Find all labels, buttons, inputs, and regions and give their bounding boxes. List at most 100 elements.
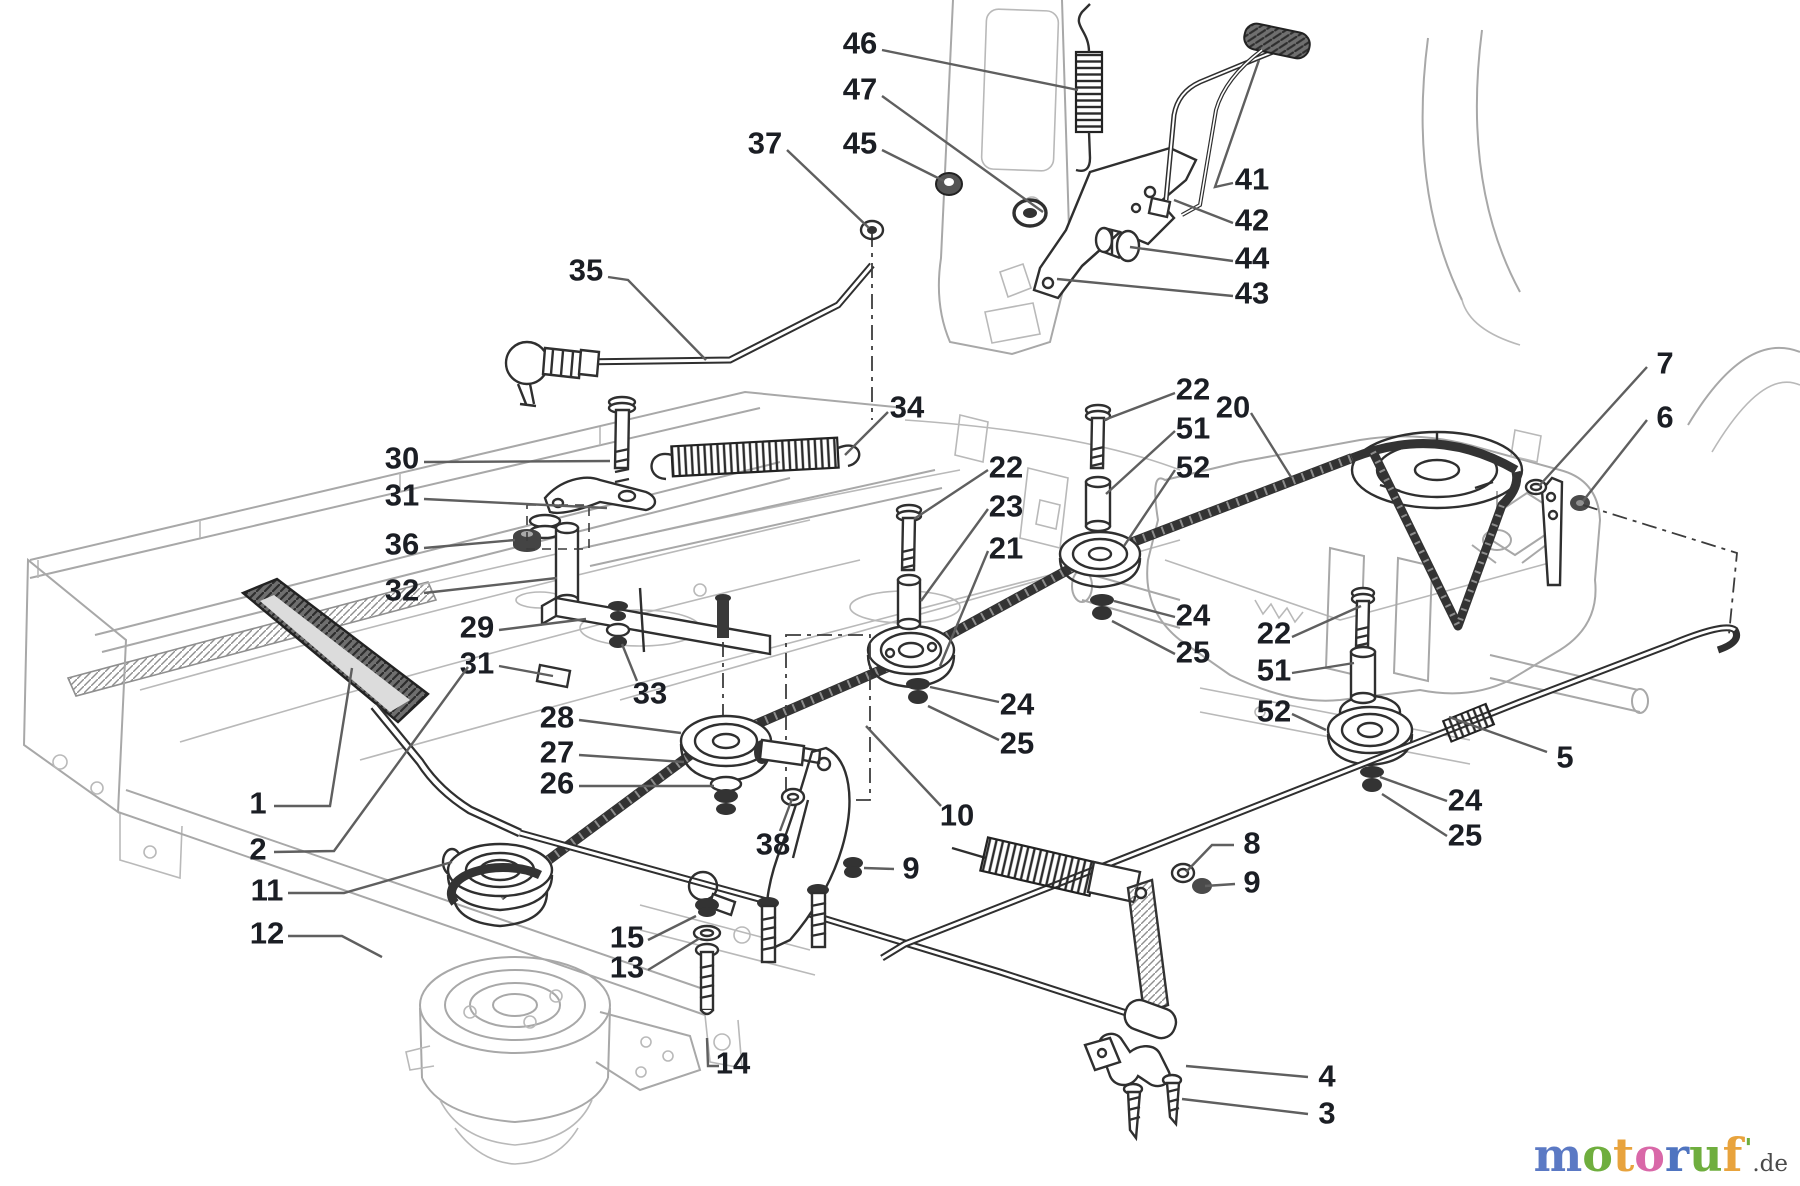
part-number-11-22: 11 bbox=[251, 873, 284, 908]
leader-line-24-30 bbox=[929, 685, 1000, 704]
leader-line-2-21 bbox=[273, 666, 469, 854]
leader-line-22-43 bbox=[1291, 604, 1362, 639]
fastener-15 bbox=[695, 898, 719, 917]
nut-24 bbox=[906, 678, 930, 690]
part-number-45-3: 45 bbox=[843, 126, 877, 161]
spacer-51 bbox=[1084, 480, 1112, 528]
part-number-25-40: 25 bbox=[1176, 635, 1210, 670]
part-number-33-16: 33 bbox=[633, 676, 667, 711]
logo-letter: m bbox=[1533, 1128, 1583, 1182]
part-number-21-34: 21 bbox=[989, 531, 1023, 566]
logo-letter: f bbox=[1722, 1128, 1743, 1182]
nut-26 bbox=[716, 803, 736, 815]
leader-line-13-25 bbox=[647, 936, 701, 972]
leader-line-51-44 bbox=[1291, 661, 1355, 675]
leader-line-9-28 bbox=[863, 866, 895, 871]
nut-25 bbox=[1362, 778, 1382, 792]
part-number-2-21: 2 bbox=[249, 832, 266, 867]
leader-line-22-35 bbox=[1103, 391, 1176, 422]
spring-46 bbox=[1074, 3, 1104, 172]
rod-42 bbox=[1181, 48, 1264, 217]
leader-line-44-7 bbox=[1129, 245, 1234, 263]
knob-44 bbox=[1094, 226, 1141, 263]
bolt-22-right bbox=[1349, 586, 1377, 705]
bolt-22-center bbox=[895, 503, 923, 631]
part-number-7-41: 7 bbox=[1656, 346, 1673, 381]
part-number-27-18: 27 bbox=[540, 735, 574, 770]
link-arm-4 bbox=[1083, 878, 1178, 1088]
leader-line-14-26 bbox=[705, 1037, 719, 1068]
logo-letter: ' bbox=[1744, 1134, 1753, 1164]
part-number-15-24: 15 bbox=[610, 920, 644, 955]
alignment-line-6 bbox=[1582, 504, 1738, 635]
part-number-9-49: 9 bbox=[1243, 865, 1260, 900]
leader-line-7-41 bbox=[1538, 366, 1648, 487]
spacer-51 bbox=[1349, 650, 1377, 700]
spacer-23 bbox=[896, 578, 922, 626]
leader-line-41-5 bbox=[1213, 59, 1261, 189]
bracket-31b bbox=[535, 663, 572, 689]
part-number-4-51: 4 bbox=[1318, 1059, 1336, 1094]
grommet-47 bbox=[1012, 198, 1048, 228]
vee-idler-52b bbox=[1326, 694, 1414, 792]
nut-25 bbox=[908, 690, 928, 704]
reference-box bbox=[526, 504, 590, 550]
vee-idler-52a bbox=[1058, 530, 1142, 620]
part-number-10-29: 10 bbox=[940, 798, 974, 833]
leader-line-25-31 bbox=[927, 704, 1000, 742]
leader-line-12-23 bbox=[288, 934, 383, 959]
bracket-29 bbox=[535, 587, 772, 689]
part-number-9-28: 9 bbox=[902, 851, 919, 886]
part-number-26-19: 26 bbox=[540, 766, 574, 801]
part-number-51-44: 51 bbox=[1257, 653, 1291, 688]
leader-line-28-17 bbox=[578, 718, 682, 735]
part-number-52-37: 52 bbox=[1176, 450, 1210, 485]
stacked-pulley-12 bbox=[446, 842, 554, 928]
leader-line-27-18 bbox=[578, 753, 685, 764]
part-number-28-17: 28 bbox=[540, 700, 574, 735]
leader-line-34-9 bbox=[844, 411, 889, 456]
logo-letter: t bbox=[1612, 1128, 1635, 1182]
nut-25 bbox=[1092, 606, 1112, 620]
part-number-44-7: 44 bbox=[1235, 241, 1270, 276]
brake-spring-link bbox=[951, 836, 1212, 904]
leader-line-20-38 bbox=[1249, 412, 1293, 478]
part-number-6-42: 6 bbox=[1656, 400, 1673, 435]
leader-line-30-10 bbox=[423, 459, 611, 464]
lever-grip bbox=[1243, 22, 1311, 60]
pedal-assembly bbox=[240, 577, 1150, 1024]
bolt-22-top bbox=[1084, 403, 1112, 533]
logo-letter: r bbox=[1664, 1128, 1690, 1182]
mount-bolts bbox=[757, 884, 829, 964]
logo-motoruf[interactable]: motoruf'.de bbox=[1534, 1132, 1788, 1178]
leader-line-45-3 bbox=[881, 148, 945, 183]
part-number-24-30: 24 bbox=[1000, 687, 1035, 722]
leader-line-46-0 bbox=[881, 48, 1079, 92]
shoulder-bolt-38 bbox=[754, 738, 822, 807]
nut-26 bbox=[714, 789, 738, 803]
part-number-24-39: 24 bbox=[1176, 598, 1211, 633]
part-number-22-43: 22 bbox=[1257, 616, 1291, 651]
part-number-42-6: 42 bbox=[1235, 203, 1269, 238]
part-number-25-47: 25 bbox=[1448, 818, 1482, 853]
part-number-24-46: 24 bbox=[1448, 783, 1483, 818]
part-number-13-25: 13 bbox=[610, 950, 644, 985]
nut-9-right bbox=[1192, 878, 1212, 894]
leader-line-52-37 bbox=[1123, 469, 1176, 547]
leader-line-5-50 bbox=[1448, 715, 1548, 754]
part-number-29-14: 29 bbox=[460, 610, 494, 645]
logo-wordmark: motoruf' bbox=[1534, 1132, 1753, 1178]
leader-line-8-48 bbox=[1185, 843, 1234, 873]
flat-idler-28 bbox=[679, 714, 773, 815]
steering-column bbox=[937, 0, 1072, 356]
part-number-34-9: 34 bbox=[890, 390, 925, 425]
ball-joint bbox=[504, 340, 550, 386]
logo-letter: o bbox=[1582, 1128, 1613, 1182]
washer-13 bbox=[692, 924, 722, 942]
part-number-31-11: 31 bbox=[385, 478, 419, 513]
logo-letter: u bbox=[1689, 1128, 1723, 1182]
leader-line-37-2 bbox=[786, 149, 870, 229]
part-number-41-5: 41 bbox=[1235, 162, 1269, 197]
logo-suffix: .de bbox=[1752, 1151, 1788, 1177]
